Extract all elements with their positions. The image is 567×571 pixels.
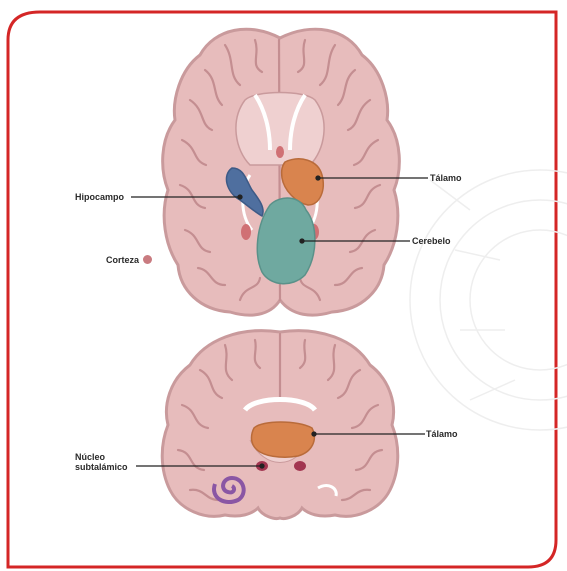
label-talamo-top: Tálamo	[430, 173, 462, 183]
thalamus-structure-top	[280, 158, 324, 206]
label-cerebelo: Cerebelo	[412, 236, 451, 246]
label-nucleo-line2: subtalámico	[75, 462, 128, 472]
label-hipocampo: Hipocampo	[75, 192, 125, 202]
purple-structure	[212, 475, 246, 504]
label-talamo-bottom: Tálamo	[426, 429, 458, 439]
label-nucleo-line1: Núcleo	[75, 452, 106, 462]
label-corteza: Corteza	[106, 255, 140, 265]
hippocampus-structure	[225, 167, 264, 218]
thalamus-structure-bottom	[250, 421, 316, 458]
corteza-dot	[143, 255, 152, 264]
cerebellum-structure	[256, 197, 316, 285]
